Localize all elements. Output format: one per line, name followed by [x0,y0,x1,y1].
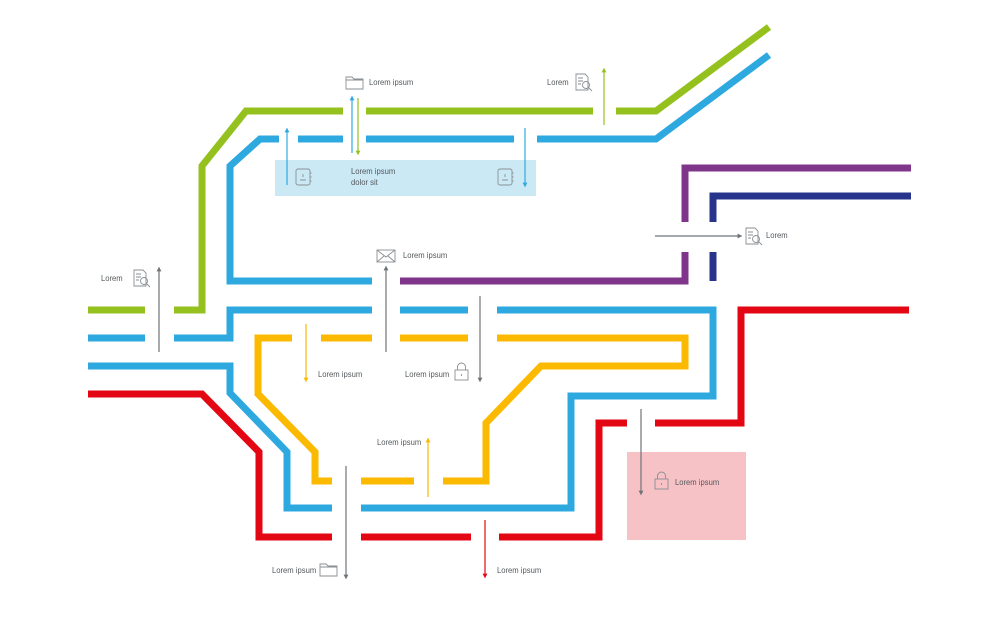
red-line-left [88,390,332,541]
folder-icon [345,76,364,90]
document-search-icon [745,227,763,246]
blue-highlight-box [275,160,536,196]
lock-pink-label: Lorem ipsum [675,477,720,487]
folder-bottom-label: Lorem ipsum [272,565,317,575]
lock-icon [454,362,469,381]
blue-box-label-line1: Lorem ipsum [351,166,396,176]
lock-mid-label: Lorem ipsum [405,369,450,379]
yellow-up-label: Lorem ipsum [377,437,422,447]
purple-line-lower [400,252,689,285]
folder-top-label: Lorem ipsum [369,77,414,87]
blue-line-lower [88,362,332,512]
green-line-right [616,24,772,115]
folder-icon [319,563,338,577]
purple-line-upper [681,164,911,222]
green-line-main [174,107,343,314]
contact-book-icon [497,168,514,186]
document-search-icon [133,269,151,288]
mail-label: Lorem ipsum [403,250,448,260]
pink-highlight-box [627,452,746,540]
document-search-icon [575,73,593,92]
lock-icon [654,471,669,490]
red-line-right [655,306,909,427]
contact-book-icon [295,168,312,186]
red-line-right-loop [499,419,627,541]
blue-line-loop [226,135,372,285]
yellow-line-right [443,334,689,485]
envelope-icon [376,249,396,263]
blue-line-upper-branch [174,306,372,342]
navy-line-upper [709,192,911,222]
blue-line-right-loop [361,306,717,512]
blue-line-top-right [537,52,772,143]
red-down-label: Lorem ipsum [497,565,542,575]
yellow-down-label: Lorem ipsum [318,369,363,379]
blue-box-label-line2: dolor sit [351,177,378,187]
yellow-line-left [254,334,332,485]
search-left-label: Lorem [101,273,123,283]
search-top-label: Lorem [547,77,569,87]
search-right-label: Lorem [766,230,788,240]
